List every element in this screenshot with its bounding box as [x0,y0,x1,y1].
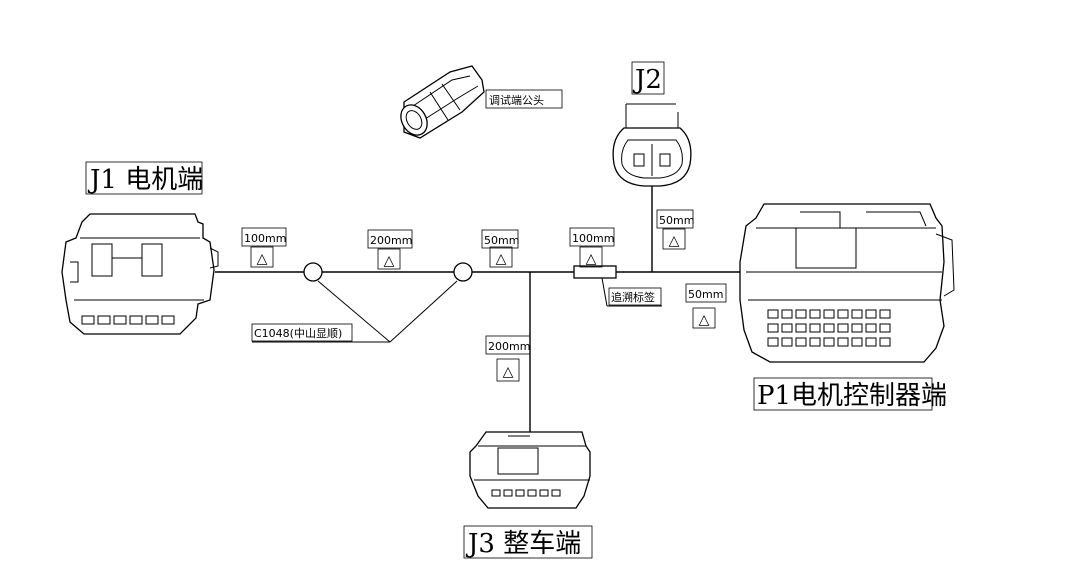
p1-pin-grid [767,309,891,347]
dim-left-mid-text: 200mm [370,234,412,247]
dim-callout-p1-seg: 50mm △ [685,283,727,329]
dim-right-mid-marker: △ [496,251,507,267]
splice-point-right [453,262,473,282]
dim-j1-seg-marker: △ [257,251,268,267]
wire-spec-label: C1048(中山显顺) [254,327,342,340]
dim-label-seg-marker: △ [586,251,597,267]
trace-label-leader [601,277,608,307]
p1-label: P1电机控制器端 [757,381,947,411]
dim-j2-branch-text: 50mm [659,214,694,227]
dim-j3-branch-text: 200mm [488,340,530,353]
wire-spec-leader-right [389,280,458,343]
j3-pin-row [491,489,561,497]
debug-label-frame [485,89,563,109]
dim-right-mid-text: 50mm [484,234,519,247]
trace-label-frame [608,287,662,306]
j1-pin-row [81,315,175,325]
j2-connector [612,103,692,187]
wire-spec-frame [251,323,353,342]
j1-connector [61,213,219,335]
j2-label-frame [631,61,665,95]
j3-label-frame [463,525,593,559]
j2-label: J2 [632,65,662,95]
debug-label: 调试端公头 [489,94,544,107]
j3-label: J3 整车端 [465,529,581,559]
dim-callout-label-seg: 100mm △ [569,227,614,268]
p1-connector [739,203,955,363]
trace-label-tag [573,265,617,279]
dim-callout-right-mid: 50mm △ [481,229,519,268]
dim-callout-j1-seg: 100mm △ [241,227,286,268]
dim-callout-left-mid: 200mm △ [367,229,412,270]
dim-left-mid-marker: △ [384,253,395,269]
j3-connector [469,431,591,509]
j1-label: J1 电机端 [87,165,203,195]
dim-callout-j3-branch: 200mm △ [485,335,530,382]
trace-label-text: 追溯标签 [611,290,655,304]
splice-point-left [303,262,323,282]
dim-p1-seg-marker: △ [699,312,710,328]
debug-male-connector [400,65,485,139]
dim-label-seg-text: 100mm [572,232,614,245]
p1-label-frame [753,377,933,411]
wire-spec-leader-left [317,280,391,343]
dim-j2-branch-marker: △ [669,233,680,249]
dim-p1-seg-text: 50mm [688,288,723,301]
j1-label-frame [85,161,203,195]
dim-j1-seg-text: 100mm [244,232,286,245]
dim-j3-branch-marker: △ [503,364,514,380]
dim-callout-j2-branch: 50mm △ [656,209,694,250]
